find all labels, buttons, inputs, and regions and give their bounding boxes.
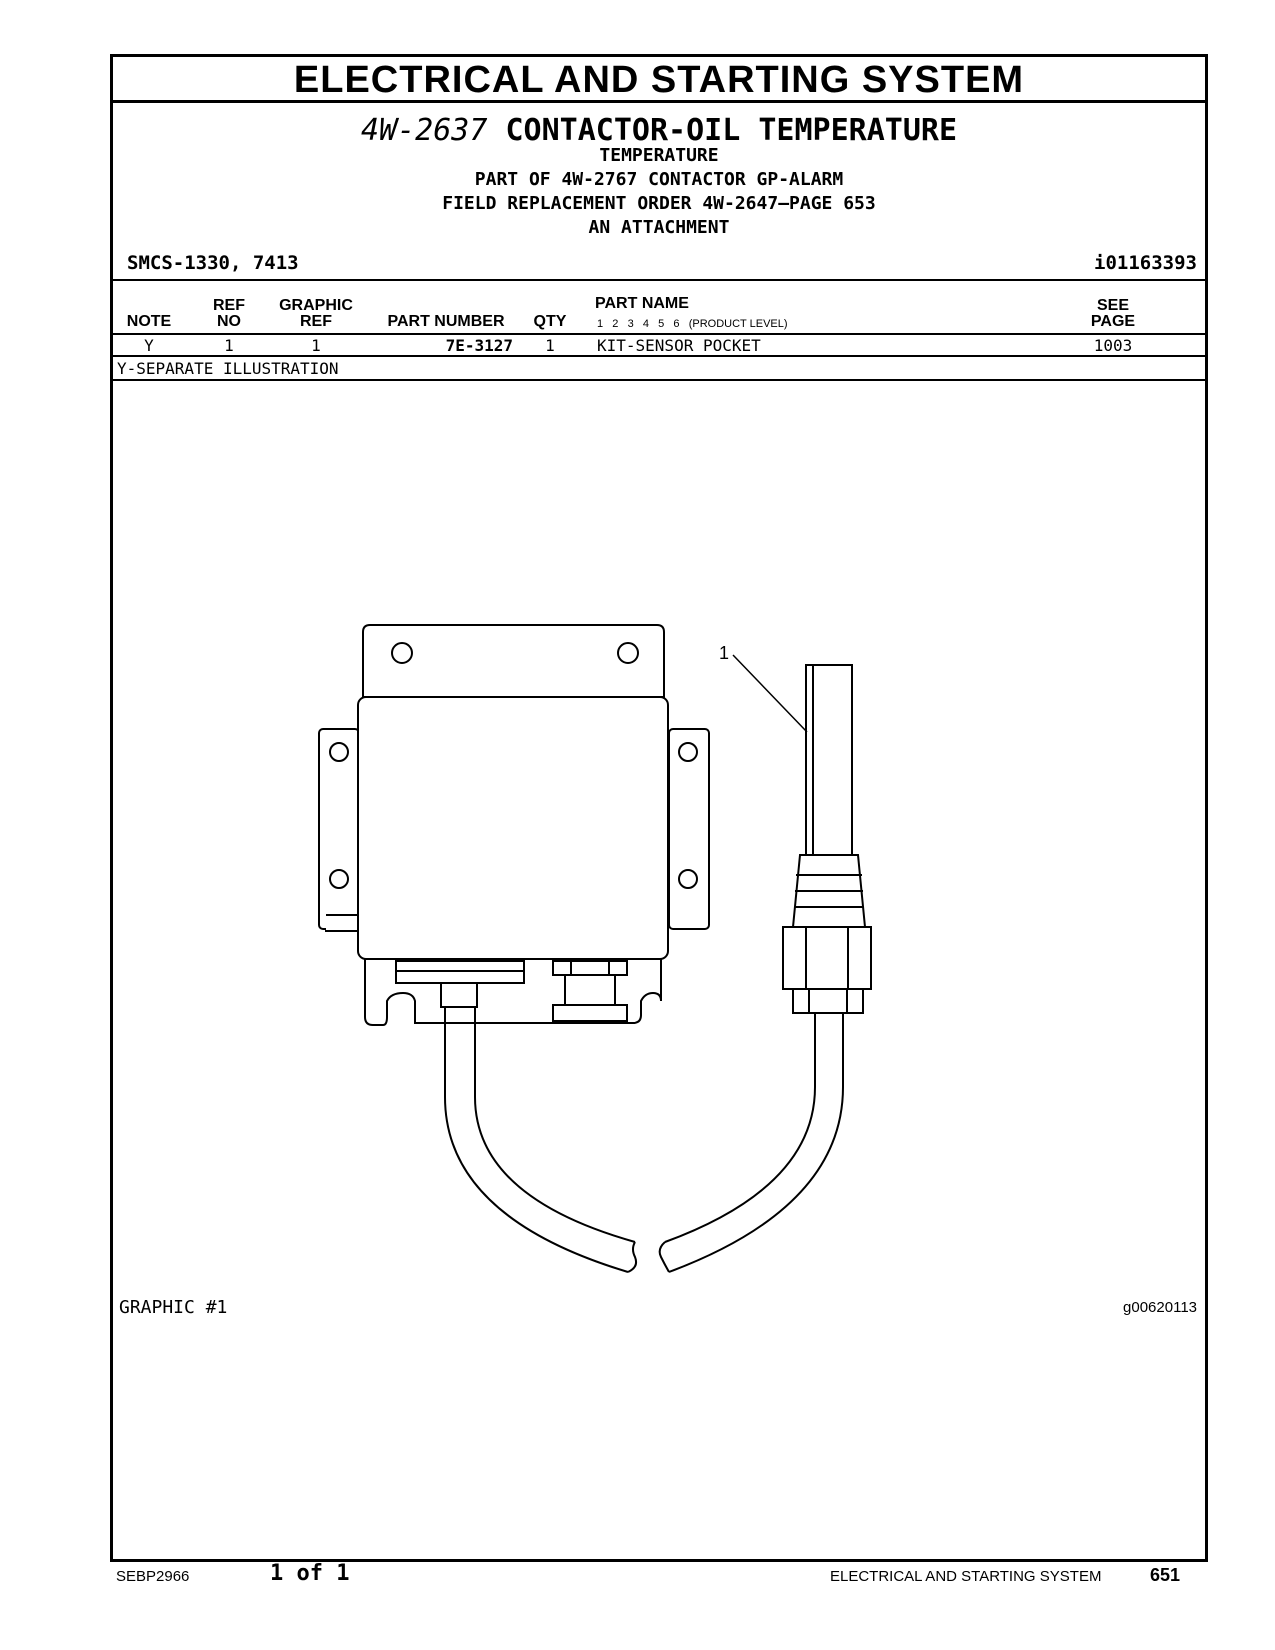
- row-graphic-ref: 1: [311, 336, 321, 355]
- callout-label: 1: [719, 643, 729, 663]
- heading-line-3: FIELD REPLACEMENT ORDER 4W-2647—PAGE 653: [442, 193, 876, 214]
- footer-section: ELECTRICAL AND STARTING SYSTEM: [830, 1568, 1102, 1585]
- row-ref-no: 1: [224, 336, 234, 355]
- row-part-name: KIT-SENSOR POCKET: [597, 336, 761, 355]
- row-qty: 1: [545, 336, 555, 355]
- footer-doc-number: SEBP2966: [116, 1568, 190, 1585]
- mount-hole: [391, 642, 413, 664]
- page-frame: ELECTRICAL AND STARTING SYSTEM 4W-2637 C…: [110, 54, 1208, 1562]
- contactor-body: [318, 624, 710, 1026]
- heading-line-2: PART OF 4W-2767 CONTACTOR GP-ALARM: [474, 169, 844, 190]
- heading-line-4: AN ATTACHMENT: [588, 217, 730, 238]
- col-qty: QTY: [533, 313, 567, 330]
- sensor-pocket: [782, 664, 872, 1014]
- contactor-cable: [444, 1007, 638, 1273]
- heading-part-title: CONTACTOR-OIL TEMPERATURE: [505, 113, 958, 148]
- section-title: ELECTRICAL AND STARTING SYSTEM: [293, 59, 1025, 101]
- row-part-number: 7E-3127: [445, 336, 513, 355]
- col-note: NOTE: [126, 313, 172, 330]
- sensor-cable: [658, 1013, 844, 1273]
- heading-line-1: TEMPERATURE: [599, 145, 719, 166]
- col-see-page-line1: SEE: [1096, 297, 1129, 314]
- col-graphic-ref-line1: GRAPHIC: [279, 297, 353, 314]
- col-product-level: 1 2 3 4 5 6 (PRODUCT LEVEL): [597, 318, 788, 330]
- col-graphic-ref-line2: REF: [300, 313, 332, 330]
- part-illustration: 1: [318, 624, 872, 1273]
- col-part-number: PART NUMBER: [387, 313, 505, 330]
- table-header: NOTE REF NO GRAPHIC REF PART NUMBER QTY …: [113, 279, 1205, 335]
- graphic-id: g00620113: [1123, 1299, 1197, 1316]
- footer-page-count: 1 of 1: [270, 1561, 350, 1586]
- row-see-page: 1003: [1093, 336, 1133, 355]
- col-part-name: PART NAME: [595, 295, 689, 312]
- footer-page-number: 651: [1150, 1565, 1181, 1585]
- table-row: Y 1 1 7E-3127 1 KIT-SENSOR POCKET 1003: [113, 335, 1205, 357]
- heading-part-number: 4W-2637: [360, 113, 488, 148]
- table-footnote: Y-SEPARATE ILLUSTRATION: [117, 359, 339, 378]
- smcs-code: SMCS-1330, 7413: [127, 252, 299, 274]
- document-id: i01163393: [1094, 252, 1197, 274]
- col-ref-no-line2: NO: [217, 313, 241, 330]
- mount-hole: [617, 642, 639, 664]
- col-see-page-line2: PAGE: [1090, 313, 1136, 330]
- col-ref-no-line1: REF: [213, 297, 245, 314]
- callout-leader: [732, 654, 808, 733]
- graphic-label: GRAPHIC #1: [119, 1297, 228, 1318]
- row-note: Y: [144, 336, 154, 355]
- table-footnote-row: Y-SEPARATE ILLUSTRATION: [113, 357, 1205, 381]
- part-heading: 4W-2637 CONTACTOR-OIL TEMPERATURE: [113, 113, 1205, 148]
- section-title-bar: ELECTRICAL AND STARTING SYSTEM: [113, 57, 1205, 103]
